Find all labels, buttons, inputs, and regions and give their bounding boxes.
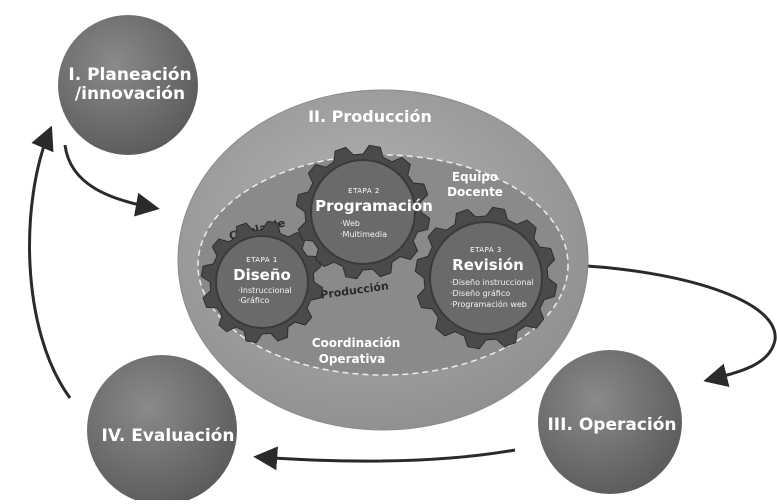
evaluation-phase-circle xyxy=(87,355,237,504)
gear-design-item: ·Gráfico xyxy=(238,296,269,305)
arrow-operation-to-evaluation xyxy=(253,446,516,471)
gear-programming-item: ·Web xyxy=(340,219,360,228)
gear-design-item: ·Instruccional xyxy=(238,286,292,295)
team-label-line2: Docente xyxy=(447,185,503,199)
gear-review-stage: ETAPA 3 xyxy=(470,246,502,254)
coordination-label-line2: Operativa xyxy=(319,352,386,366)
gear-design-title: Diseño xyxy=(233,266,291,284)
production-phase-label: II. Producción xyxy=(308,107,432,126)
gear-design: ETAPA 1 Diseño ·Instruccional ·Gráfico xyxy=(200,220,324,344)
arrow-planning-to-production xyxy=(63,144,160,217)
arrow-production-to-operation xyxy=(569,263,777,387)
gear-programming-item: ·Multimedia xyxy=(340,230,387,239)
gear-programming: ETAPA 2 Programación ·Web ·Multimedia xyxy=(295,144,433,280)
planning-phase-label-line1: I. Planeación xyxy=(68,65,191,85)
operation-phase-label: III. Operación xyxy=(547,415,676,435)
evaluation-phase-label: IV. Evaluación xyxy=(102,426,235,446)
planning-phase-label-line2: /innovación xyxy=(75,84,185,104)
gear-review-item: ·Diseño instruccional xyxy=(450,278,534,287)
gear-review-item: ·Programación web xyxy=(450,299,527,309)
team-label-line1: Equipo xyxy=(452,170,498,184)
gear-review-title: Revisión xyxy=(452,256,524,274)
planning-phase-circle xyxy=(58,15,198,155)
gear-face xyxy=(215,235,309,329)
coordination-label-line1: Coordinación xyxy=(312,336,401,350)
gear-programming-stage: ETAPA 2 xyxy=(348,187,380,195)
operation-phase-circle xyxy=(538,350,682,494)
gear-design-stage: ETAPA 1 xyxy=(246,256,278,264)
gear-review-item: ·Diseño gráfico xyxy=(450,289,510,298)
gear-face xyxy=(429,221,543,335)
arrow-evaluation-to-planning xyxy=(28,125,72,399)
gear-programming-title: Programación xyxy=(315,197,433,215)
gear-review: ETAPA 3 Revisión ·Diseño instruccional ·… xyxy=(414,206,558,350)
gear-face xyxy=(310,159,416,265)
